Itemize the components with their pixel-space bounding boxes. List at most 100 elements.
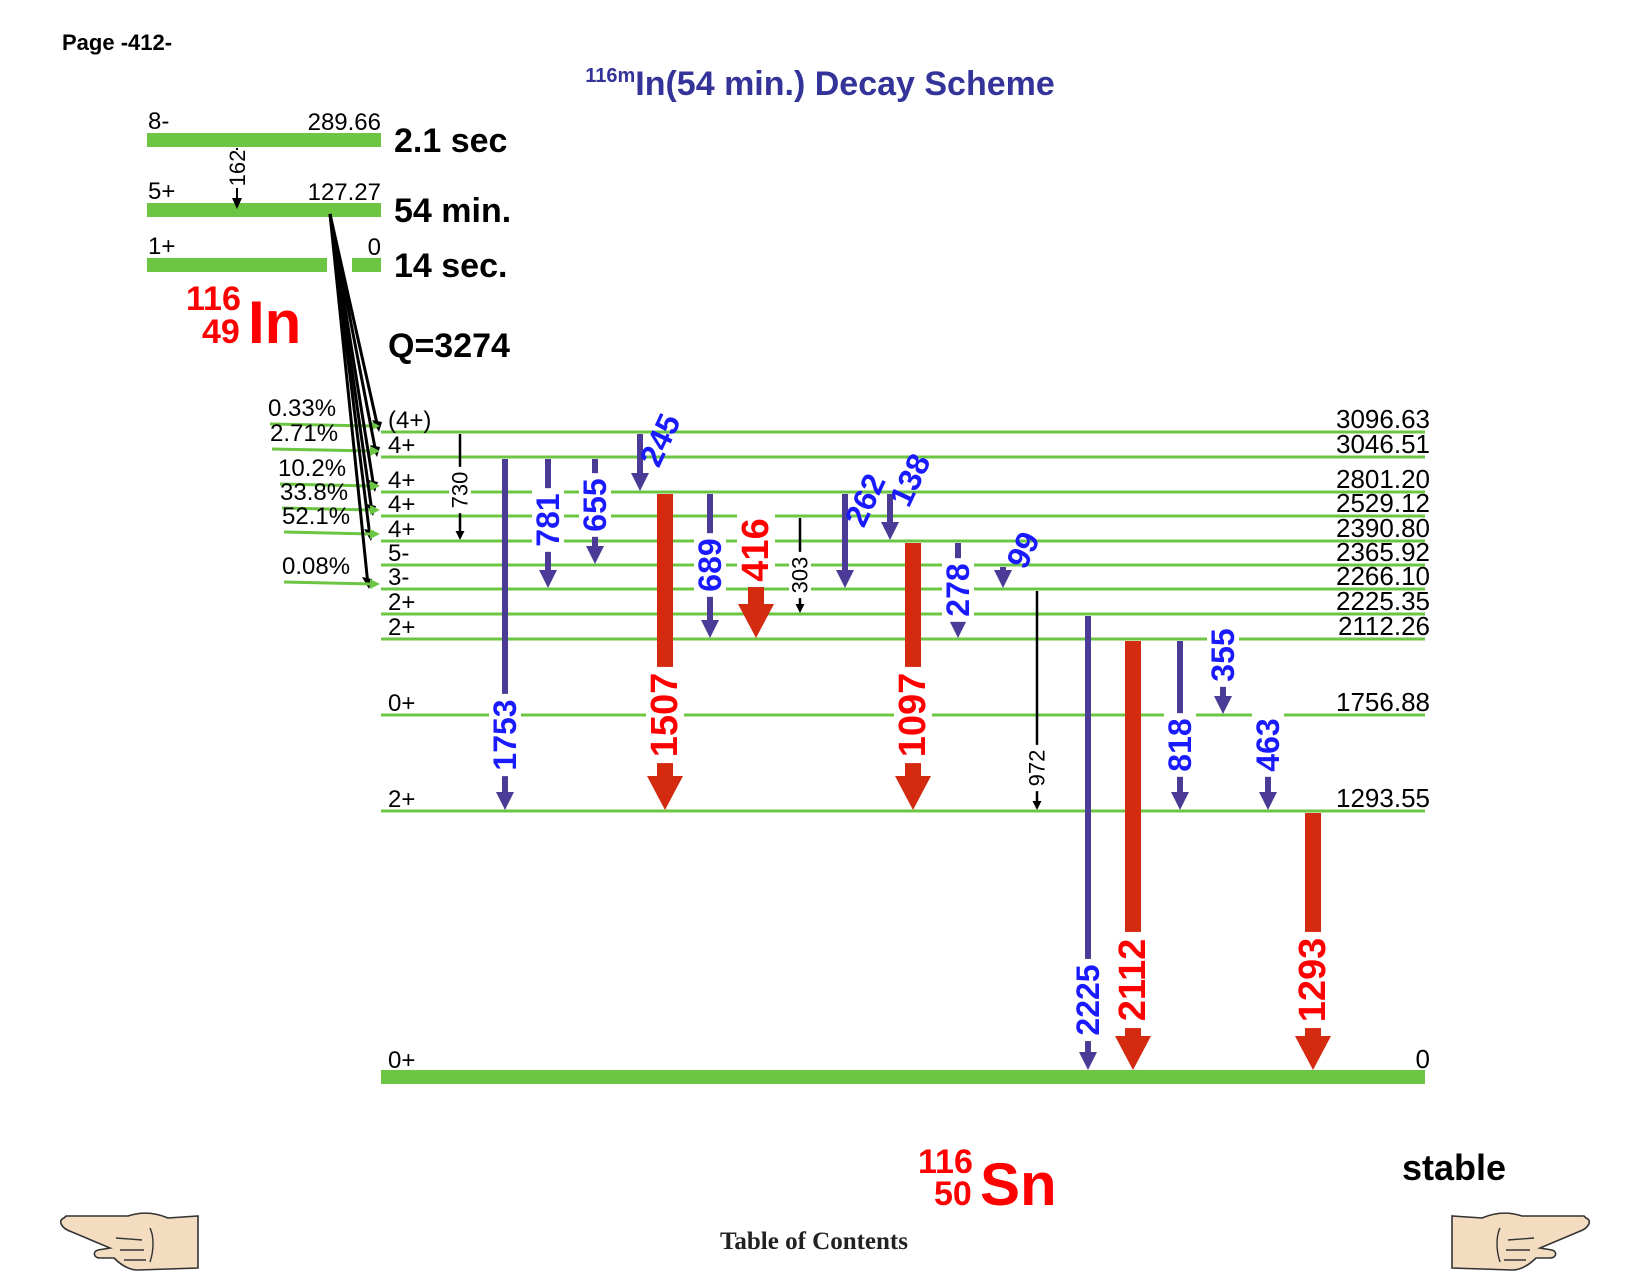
gamma-arrowhead [539, 570, 557, 588]
table-of-contents-link[interactable]: Table of Contents [720, 1228, 908, 1255]
gamma-arrowhead [1032, 801, 1042, 810]
daughter-level-energy: 3046.51 [1336, 429, 1430, 459]
gamma-energy-label: 730 [448, 472, 473, 509]
gamma-arrow-shaft [637, 434, 643, 473]
gamma-energy-label: 463 [1250, 718, 1286, 771]
daughter-level-energy: 2801.20 [1336, 464, 1430, 494]
beta-decay-line [328, 213, 370, 586]
daughter-level-spin: 4+ [388, 432, 415, 459]
parent-level-halflife: 14 sec. [394, 247, 507, 285]
gamma-energy-label: 278 [940, 563, 976, 616]
daughter-mass-number: 116 [918, 1143, 973, 1181]
gamma-arrow-shaft [1085, 616, 1091, 1052]
gamma-arrowhead [881, 522, 899, 540]
daughter-level-line-2 [381, 490, 1425, 494]
gamma-energy-label: 2225 [1070, 964, 1106, 1035]
beta-feed-arrowhead [370, 481, 380, 491]
beta-feed-arrowhead [370, 579, 380, 589]
previous-page-hand-icon[interactable] [58, 1210, 200, 1272]
daughter-level-spin: 4+ [388, 516, 415, 543]
q-value: Q=3274 [388, 327, 510, 365]
gamma-energy-label: 1507 [644, 673, 686, 758]
daughter-level-spin: 2+ [388, 614, 415, 641]
beta-feed-percent: 52.1% [282, 503, 350, 530]
beta-feed-percent: 0.08% [282, 553, 350, 580]
parent-level-spin: 5+ [148, 178, 175, 205]
beta-feed-arrowhead [370, 505, 380, 515]
daughter-level-spin: 2+ [388, 786, 415, 813]
parent-level-spin: 1+ [148, 233, 175, 260]
it-162-label: 162 [225, 150, 250, 187]
beta-feed-line [283, 580, 373, 586]
beta-feed-percent: 10.2% [278, 455, 346, 482]
parent-level-energy: 289.66 [308, 109, 381, 136]
title-main: In(54 min.) Decay Scheme [635, 65, 1055, 103]
daughter-level-energy: 2529.12 [1336, 488, 1430, 518]
daughter-level-energy: 2225.35 [1336, 586, 1430, 616]
daughter-atomic-number: 50 [934, 1175, 972, 1213]
daughter-level-line-3 [381, 514, 1425, 518]
title-superscript: 116m [585, 65, 635, 87]
daughter-nuclide: 116 50 Sn [918, 1143, 1057, 1218]
gamma-arrowhead [1214, 696, 1232, 714]
daughter-level-spin: 0+ [388, 1047, 415, 1074]
beta-feed-percent: 0.33% [268, 395, 336, 422]
gamma-arrowhead [631, 473, 649, 491]
beta-feeds: 0.33%2.71%10.2%33.8%52.1%0.08% [268, 213, 382, 589]
gamma-arrowhead [496, 792, 514, 810]
daughter-level-line-4 [381, 539, 1425, 543]
gamma-arrow-shaft [1035, 591, 1039, 801]
gamma-arrow-shaft [842, 494, 848, 570]
beta-feed-arrowhead [370, 529, 380, 539]
gamma-arrowhead [836, 570, 854, 588]
gamma-arrow-shaft [502, 459, 508, 792]
gamma-arrowhead [1115, 1036, 1151, 1070]
diagram-title: 116mIn(54 min.) Decay Scheme [585, 65, 1055, 103]
it-162-arrowhead [232, 198, 242, 209]
gamma-energy-label: 99 [999, 526, 1047, 573]
gamma-energy-label: 781 [530, 493, 566, 546]
daughter-level-line-10 [381, 809, 1425, 813]
parent-element-symbol: In [248, 289, 301, 356]
parent-nuclide: 116 49 In [186, 280, 301, 356]
daughter-level-line-7 [381, 612, 1425, 616]
gamma-energy-label: 2112 [1112, 939, 1154, 1021]
page-number: Page -412- [62, 30, 173, 55]
beta-feed-line [271, 447, 373, 453]
gamma-arrowhead [1079, 1052, 1097, 1070]
beta-feed-line [283, 530, 373, 536]
daughter-levels: (4+)3096.634+3046.514+2801.204+2529.124+… [381, 404, 1430, 1084]
daughter-level-energy: 1293.55 [1336, 783, 1430, 813]
next-page-hand-icon[interactable] [1450, 1210, 1592, 1272]
gamma-energy-label: 1753 [487, 699, 523, 770]
parent-atomic-number: 49 [202, 313, 240, 351]
gamma-arrowhead [994, 570, 1012, 588]
gamma-arrowhead [738, 604, 774, 638]
daughter-level-line-8 [381, 637, 1425, 641]
gamma-energy-label: 1293 [1292, 938, 1334, 1023]
parent-mass-number: 116 [186, 280, 241, 318]
gamma-energy-label: 355 [1205, 628, 1241, 681]
gamma-arrowhead [1295, 1036, 1331, 1070]
daughter-level-energy: 2365.92 [1336, 537, 1430, 567]
stability-label: stable [1402, 1147, 1506, 1188]
gamma-energy-label: 303 [788, 557, 813, 594]
gamma-energy-label: 416 [735, 518, 777, 581]
daughter-level-energy: 2266.10 [1336, 561, 1430, 591]
gamma-energy-label: 972 [1025, 750, 1050, 787]
daughter-level-spin: 2+ [388, 589, 415, 616]
beta-feed-arrowhead [370, 446, 380, 456]
daughter-element-symbol: Sn [980, 1151, 1057, 1218]
daughter-level-line-6 [381, 587, 1425, 591]
parent-level-bar-1 [147, 203, 381, 217]
daughter-level-line-1 [381, 455, 1425, 459]
parent-level-spin: 8- [148, 108, 169, 135]
beta-feed-line [281, 506, 373, 512]
gamma-energy-label: 655 [577, 478, 613, 531]
parent-level-bar-2-right [352, 258, 381, 272]
gamma-arrowhead [895, 776, 931, 810]
gamma-arrow-shaft [1000, 567, 1006, 570]
daughter-level-energy: 3096.63 [1336, 404, 1430, 434]
gamma-energy-label: 1097 [892, 673, 934, 758]
